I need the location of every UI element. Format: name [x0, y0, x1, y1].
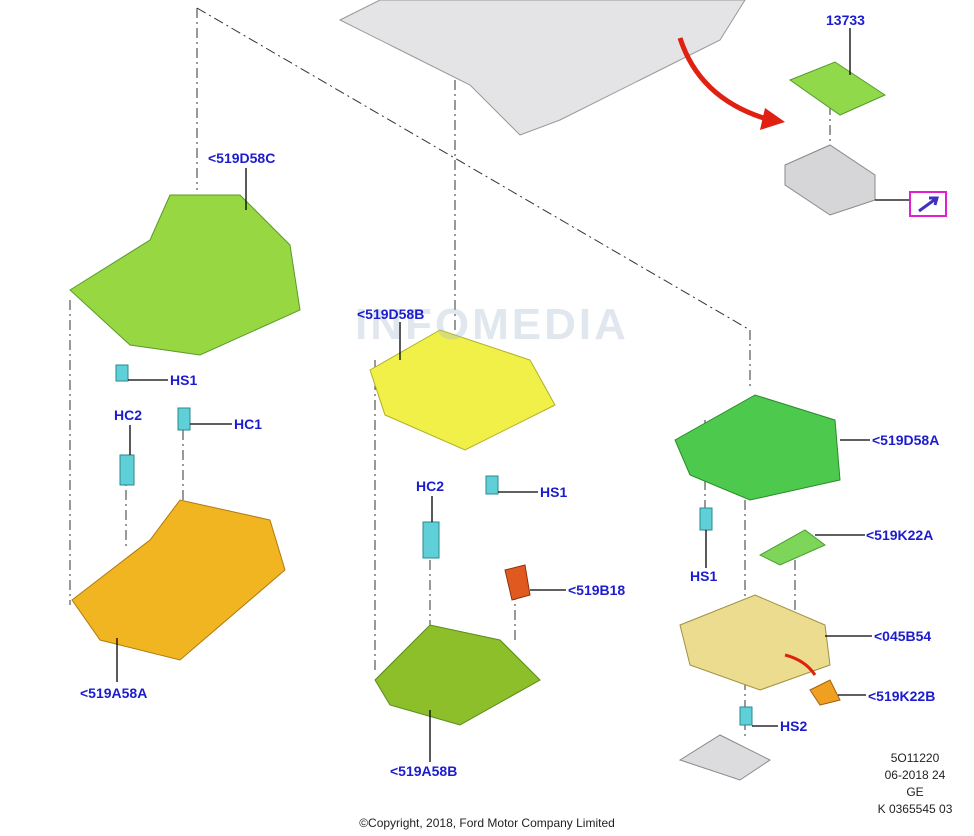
small-red-arrow	[784, 653, 817, 676]
part-519D58A	[674, 394, 841, 501]
watermark: INFOMEDIA	[355, 300, 629, 349]
red-arrow-head	[760, 108, 785, 130]
reference-block: 5O11220 06-2018 24 GE K 0365545 03	[860, 750, 970, 818]
label-hs1-left[interactable]: HS1	[170, 372, 198, 388]
label-hs1-right[interactable]: HS1	[690, 568, 718, 584]
part-13733	[788, 61, 887, 116]
label-519A58B[interactable]: <519A58B	[390, 763, 458, 779]
part-519B18	[504, 564, 531, 601]
magnify-link-icon[interactable]	[909, 191, 947, 217]
label-519D58B[interactable]: <519D58B	[357, 306, 425, 322]
label-hc1-left[interactable]: HC1	[234, 416, 263, 432]
label-519K22A[interactable]: <519K22A	[866, 527, 934, 543]
headliner	[338, 0, 746, 136]
reference-line: GE	[906, 785, 924, 799]
label-519K22B[interactable]: <519K22B	[868, 688, 936, 704]
leader-lines	[116, 28, 909, 762]
part-045B54	[679, 594, 831, 691]
label-519B18[interactable]: <519B18	[568, 582, 626, 598]
bulb-holder	[678, 734, 771, 781]
part-519D58C	[69, 194, 301, 356]
reference-line: 06-2018 24	[884, 768, 946, 782]
reference-line: 5O11220	[890, 751, 940, 765]
part-519D58B	[369, 329, 556, 451]
red-arrow	[677, 37, 771, 123]
part-519K22B	[809, 679, 841, 706]
clips	[115, 364, 753, 726]
label-519D58A[interactable]: <519D58A	[872, 432, 940, 448]
label-045B54[interactable]: <045B54	[874, 628, 932, 644]
reference-line: K 0365545 03	[877, 802, 953, 816]
label-hc2-mid[interactable]: HC2	[416, 478, 445, 494]
part-519A58B	[374, 624, 541, 726]
label-hs2-right[interactable]: HS2	[780, 718, 808, 734]
label-hs1-mid[interactable]: HS1	[540, 484, 568, 500]
overhead-lamp	[784, 144, 876, 216]
label-519A58A[interactable]: <519A58A	[80, 685, 148, 701]
part-519K22A	[758, 529, 826, 566]
copyright: ©Copyright, 2018, Ford Motor Company Lim…	[359, 816, 615, 830]
label-519D58C[interactable]: <519D58C	[208, 150, 276, 166]
part-519A58A	[71, 499, 286, 661]
label-13733[interactable]: 13733	[826, 12, 865, 28]
label-hc2-left[interactable]: HC2	[114, 407, 143, 423]
